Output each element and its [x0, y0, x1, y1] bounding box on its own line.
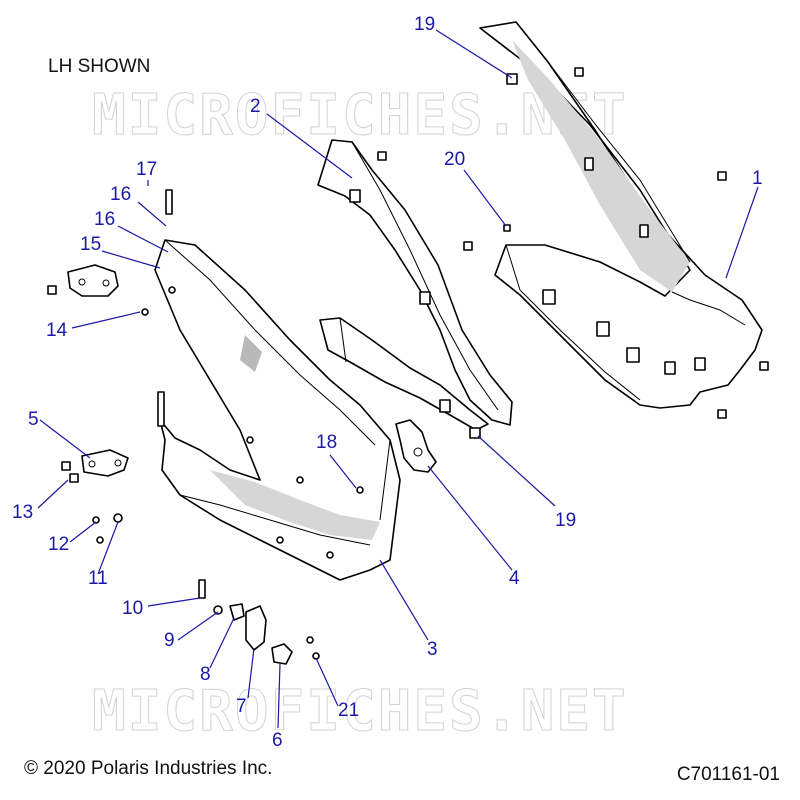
drawing-number: C701161-01 — [676, 764, 780, 785]
callout-7: 7 — [236, 696, 247, 717]
callout-9: 9 — [164, 630, 175, 651]
watermark-bottom: MICROFICHES.NET — [92, 679, 628, 744]
view-label: LH SHOWN — [48, 56, 151, 77]
callout-13: 13 — [12, 502, 33, 523]
callout-19-top: 19 — [414, 14, 435, 35]
callout-19-right: 19 — [555, 510, 576, 531]
latch-hardware — [229, 603, 293, 665]
leader-lines — [37, 29, 759, 729]
part-15-bracket — [67, 264, 119, 297]
callout-2: 2 — [250, 96, 261, 117]
callout-11: 11 — [88, 568, 108, 589]
part-1-right-panel — [479, 21, 763, 409]
callout-16-upper: 16 — [110, 184, 131, 205]
callout-4: 4 — [509, 568, 520, 589]
callouts: 1 2 3 4 5 6 7 8 9 10 11 12 13 14 15 16 1… — [12, 14, 763, 751]
callout-15: 15 — [80, 234, 101, 255]
callout-17: 17 — [136, 159, 157, 180]
part-3-left-panel — [154, 239, 401, 581]
callout-21: 21 — [338, 700, 359, 721]
callout-3: 3 — [427, 639, 438, 660]
callout-14: 14 — [46, 320, 68, 341]
callout-20: 20 — [444, 149, 465, 170]
callout-5: 5 — [28, 409, 39, 430]
callout-16-lower: 16 — [94, 209, 115, 230]
callout-18: 18 — [316, 432, 337, 453]
callout-8: 8 — [200, 664, 211, 685]
fasteners — [47, 67, 769, 660]
part-5-bracket — [81, 449, 129, 477]
copyright-notice: © 2020 Polaris Industries Inc. — [24, 758, 273, 779]
callout-12: 12 — [48, 534, 69, 555]
part-4-bracket — [395, 419, 437, 473]
part-2-upper-panel — [317, 139, 513, 431]
callout-6: 6 — [272, 730, 283, 751]
callout-10: 10 — [122, 598, 143, 619]
callout-1: 1 — [752, 168, 763, 189]
